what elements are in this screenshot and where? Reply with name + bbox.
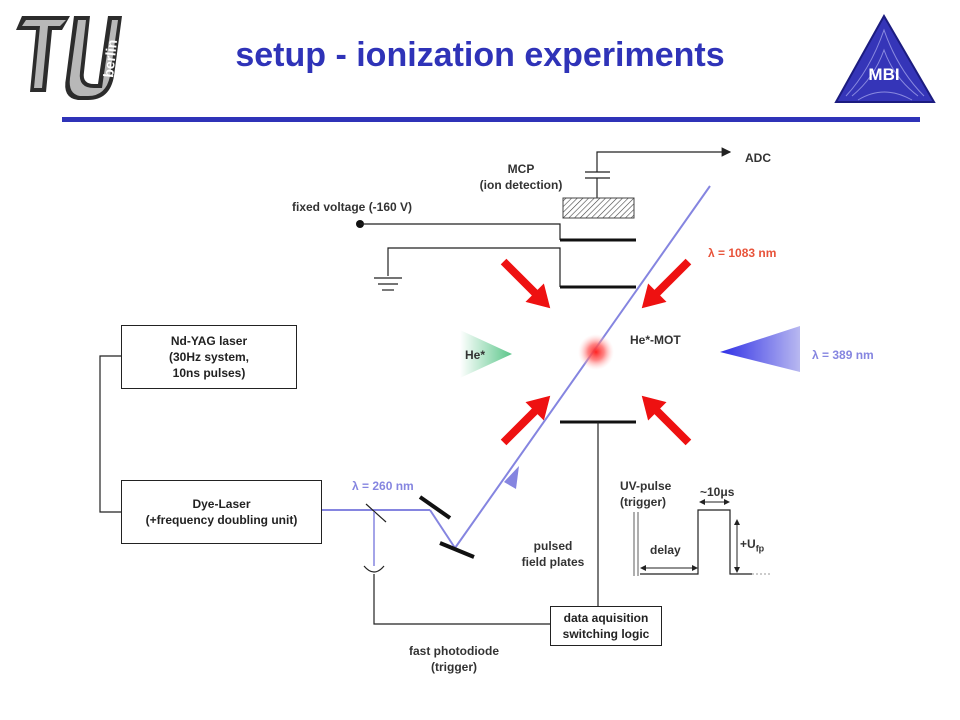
mot-cloud bbox=[578, 334, 614, 370]
adc-label: ADC bbox=[745, 151, 771, 165]
mirror-upper bbox=[418, 495, 452, 520]
he-beam-label: He* bbox=[465, 348, 486, 362]
mbi-logo: MBI bbox=[834, 13, 936, 103]
page-title: setup - ionization experiments bbox=[235, 36, 725, 74]
laser-trigger-wire bbox=[99, 355, 121, 513]
uv-pulse-label: UV-pulse (trigger) bbox=[620, 479, 672, 509]
mirror-lower bbox=[439, 541, 475, 559]
he-beam-cone bbox=[460, 330, 512, 378]
nd-yag-laser-box: Nd-YAG laser (30Hz system, 10ns pulses) bbox=[121, 325, 297, 389]
voltage-wiring bbox=[356, 220, 636, 291]
beam-splitter bbox=[365, 503, 387, 523]
pulse-timing-sketch bbox=[633, 499, 772, 576]
fast-photodiode-label: fast photodiode (trigger) bbox=[409, 644, 499, 674]
lower-field-plate bbox=[560, 420, 636, 606]
photodiode-branch bbox=[363, 512, 550, 625]
svg-text:MBI: MBI bbox=[868, 65, 899, 84]
uv-beam-path bbox=[322, 185, 711, 549]
mcp-adc-wiring bbox=[585, 147, 732, 198]
delay-label: delay bbox=[650, 543, 681, 557]
dye-laser-box: Dye-Laser (+frequency doubling unit) bbox=[121, 480, 322, 544]
tu-berlin-logo: berlin bbox=[16, 16, 122, 100]
pulse-width-label: ~10μs bbox=[700, 485, 735, 499]
pulsed-field-plates-label: pulsed field plates bbox=[521, 539, 585, 569]
mcp-label: MCP (ion detection) bbox=[479, 162, 563, 192]
lambda-260-label: λ = 260 nm bbox=[352, 479, 414, 493]
beam-389-cone bbox=[720, 326, 800, 372]
fixed-voltage-label: fixed voltage (-160 V) bbox=[292, 200, 413, 214]
he-mot-label: He*-MOT bbox=[630, 333, 681, 347]
lambda-1083-label: λ = 1083 nm bbox=[708, 246, 777, 260]
daq-box: data aquisition switching logic bbox=[550, 606, 662, 646]
u-fp-label: +Ufp bbox=[740, 537, 765, 554]
lambda-389-label: λ = 389 nm bbox=[812, 348, 874, 362]
svg-text:berlin: berlin bbox=[100, 39, 120, 79]
mot-beams-1083 bbox=[500, 258, 692, 446]
header-rule bbox=[62, 117, 920, 122]
mcp-detector bbox=[562, 197, 635, 219]
